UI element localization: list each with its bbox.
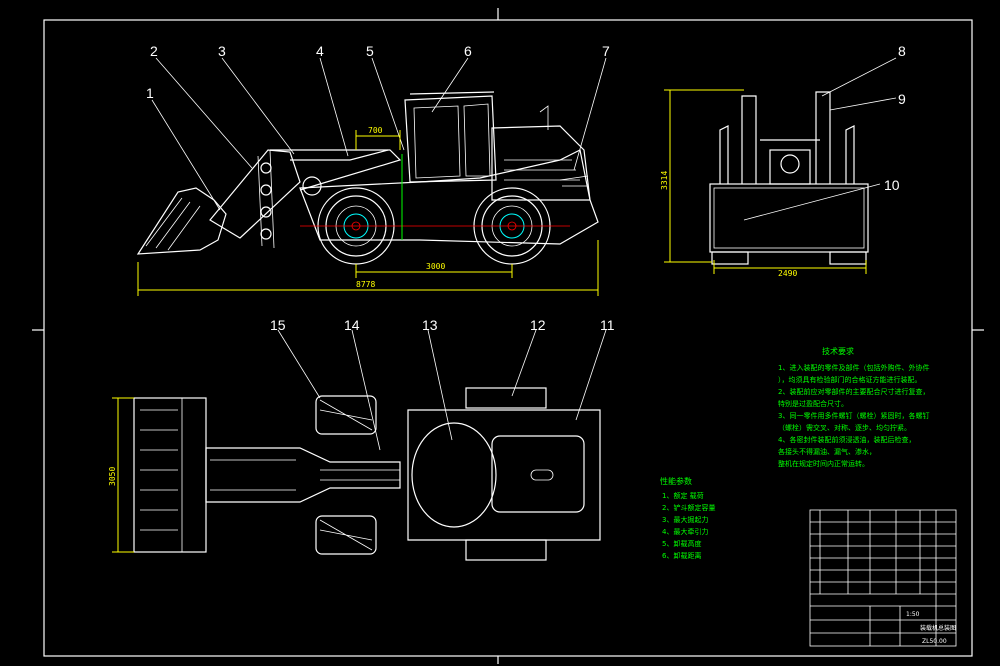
tech-line: 整机在规定时间内正常运转。 [778,459,869,468]
callout-10: 10 [884,177,900,193]
title-block-grid [809,509,957,647]
dim-overall-length: 8778 [356,280,375,289]
drawing-name: 装载机总装图 [920,624,956,632]
dim-bucket-offset: 700 [368,126,383,135]
callout-13: 13 [422,317,438,333]
tech-requirements: 技术要求 1、进入装配的零件及部件（包括外购件、外协件 ），均须具有检验部门的合… [778,346,929,468]
perf-line: 4、最大牵引力 [662,527,708,536]
tech-line: 1、进入装配的零件及部件（包括外购件、外协件 [778,363,929,372]
callout-numbers: 1 2 3 4 5 6 7 8 9 10 11 12 13 14 15 [146,43,906,333]
drawing-scale: 1:50 [906,611,920,618]
callout-5: 5 [366,43,374,59]
tech-line: 3、同一零件用多件螺钉（螺栓）紧固时，各螺钉 [778,411,929,420]
callout-15: 15 [270,317,286,333]
dim-bucket-width: 3050 [108,467,117,486]
callout-12: 12 [530,317,546,333]
dim-track-width: 2490 [778,269,797,278]
tech-line: 4、各密封件装配前须浸透油，装配后检查， [778,435,915,444]
side-view-loader [136,57,607,296]
dim-front-height: 3314 [660,171,669,190]
perf-line: 2、铲斗额定容量 [662,503,715,512]
tech-line: 2、装配前应对零部件的主要配合尺寸进行复查， [778,387,929,396]
tech-line: ），均须具有检验部门的合格证方能进行装配。 [778,375,922,384]
perf-line: 5、卸载高度 [662,539,701,548]
callout-7: 7 [602,43,610,59]
perf-line: 6、卸载距离 [662,551,701,560]
tech-requirements-title: 技术要求 [822,346,854,356]
perf-line: 3、最大掘起力 [662,515,708,524]
perf-line: 1、额定 载荷 [662,491,704,500]
frame-center-marks [32,8,984,664]
callout-3: 3 [218,43,226,59]
callout-14: 14 [344,317,360,333]
callout-8: 8 [898,43,906,59]
drawing-code: ZL50.00 [922,638,947,645]
callout-9: 9 [898,91,906,107]
callout-4: 4 [316,43,324,59]
front-view-loader [664,57,897,274]
callout-2: 2 [150,43,158,59]
callout-11: 11 [600,317,615,333]
tech-line: （螺栓）需交叉、对称、逐步、均匀拧紧。 [778,423,911,432]
callout-1: 1 [146,85,154,101]
performance-title: 性能参数 [660,476,692,486]
performance-params: 性能参数 1、额定 载荷 2、铲斗额定容量 3、最大掘起力 4、最大牵引力 5、… [660,476,715,560]
tech-line: 特别是过盈配合尺寸。 [778,399,848,408]
drawing-border [43,19,973,657]
top-view-loader [112,329,607,561]
dim-wheelbase: 3000 [426,262,445,271]
callout-6: 6 [464,43,472,59]
tech-line: 各接头不得漏油、漏气、渗水， [778,447,876,456]
